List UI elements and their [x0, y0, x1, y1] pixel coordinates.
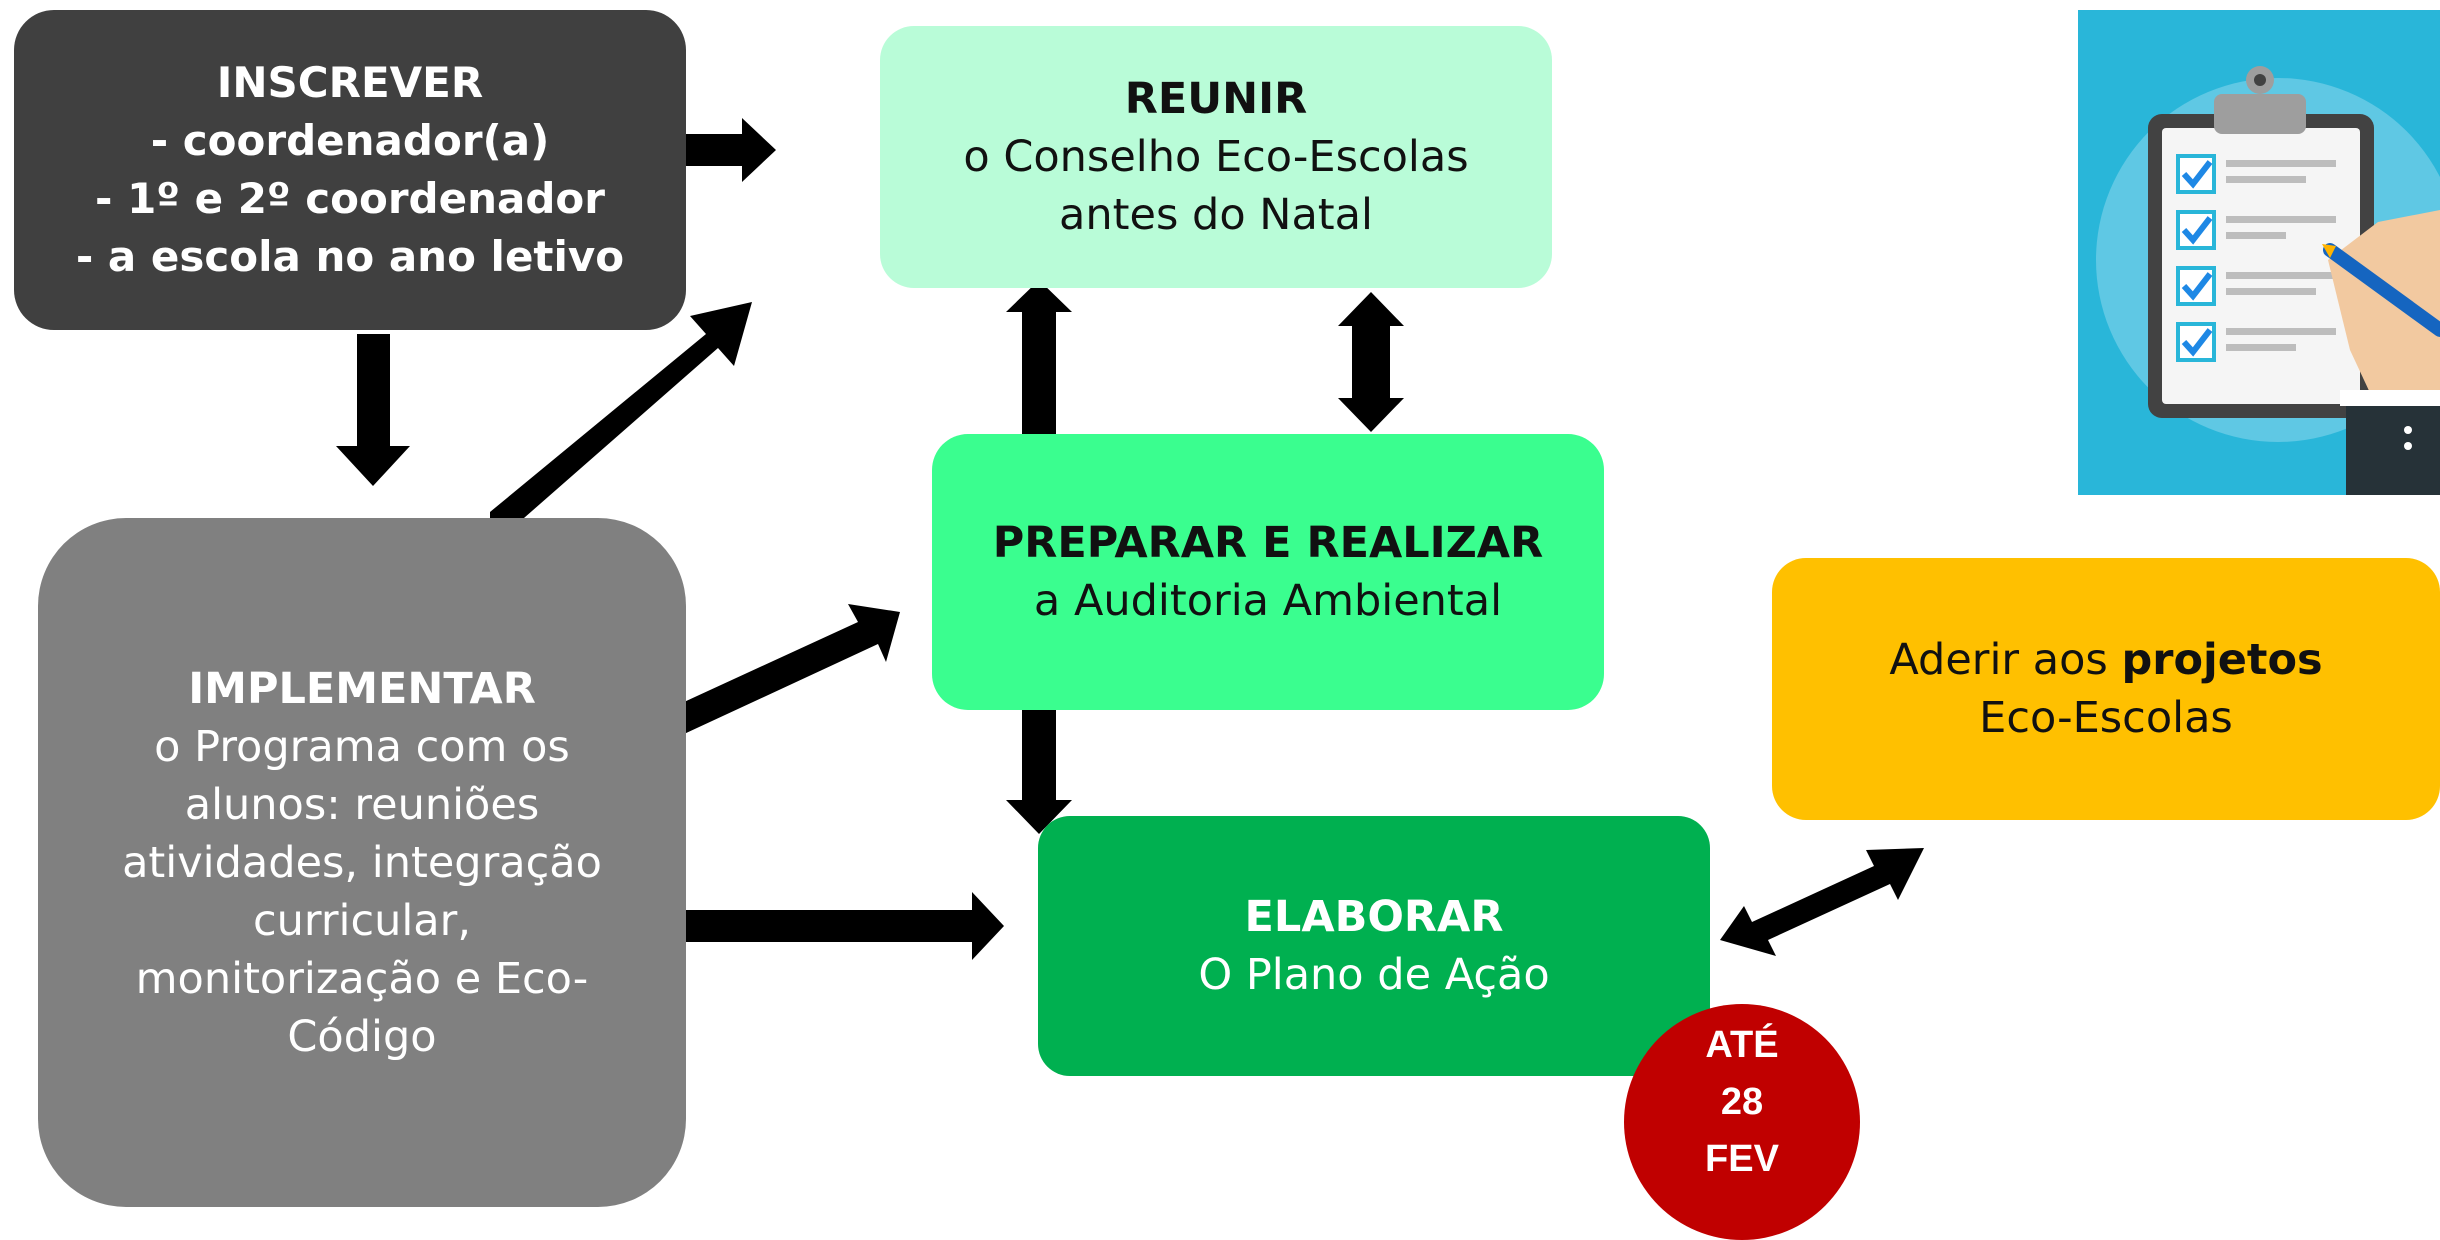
projetos-line-2: Eco-Escolas	[1979, 693, 2233, 743]
preparar-title: PREPARAR E REALIZAR	[992, 518, 1544, 568]
deadline-line-3: FEV	[1705, 1137, 1779, 1180]
inscrever-box: INSCREVER - coordenador(a) - 1º e 2º coo…	[14, 10, 686, 330]
deadline-badge: ATÉ 28 FEV	[1624, 1004, 1860, 1240]
flow-arrows	[336, 118, 1924, 960]
projetos-prefix: Aderir aos	[1889, 635, 2122, 685]
implementar-line-2: alunos: reuniões	[184, 779, 540, 830]
implementar-title: IMPLEMENTAR	[188, 663, 536, 714]
arrow-inscrever-to-implementar	[336, 334, 410, 486]
implementar-line-3: atividades, integração	[122, 837, 602, 888]
deadline-line-1: ATÉ	[1705, 1023, 1779, 1066]
implementar-line-6: Código	[287, 1011, 437, 1062]
clipboard-checklist-icon	[2078, 10, 2440, 495]
implementar-line-5: monitorização e Eco-	[135, 953, 589, 1004]
arrow-elaborar-projetos-double	[1720, 848, 1924, 956]
arrow-inscrever-to-reunir	[684, 118, 776, 182]
projetos-emphasis: projetos	[2121, 635, 2323, 685]
inscrever-title: INSCREVER	[216, 58, 484, 107]
inscrever-item-escola: - a escola no ano letivo	[75, 232, 625, 281]
inscrever-item-coordenador: - coordenador(a)	[150, 116, 550, 165]
preparar-line-1: a Auditoria Ambiental	[1033, 576, 1503, 626]
projetos-box: Aderir aos projetos Eco-Escolas	[1772, 558, 2440, 820]
reunir-box: REUNIR o Conselho Eco-Escolas antes do N…	[880, 26, 1552, 288]
arrow-preparar-to-elaborar	[1006, 710, 1072, 834]
arrow-implementar-to-reunir	[490, 302, 752, 518]
reunir-line-1: o Conselho Eco-Escolas	[963, 132, 1469, 182]
elaborar-box: ELABORAR O Plano de Ação	[1038, 816, 1710, 1076]
arrow-reunir-preparar-double	[1338, 292, 1404, 432]
deadline-line-2: 28	[1720, 1080, 1764, 1123]
projetos-line-1: Aderir aos projetos	[1889, 631, 2322, 689]
implementar-line-1: o Programa com os	[154, 721, 570, 772]
reunir-title: REUNIR	[1124, 74, 1308, 124]
arrow-preparar-to-reunir	[1006, 280, 1072, 434]
elaborar-title: ELABORAR	[1244, 892, 1504, 942]
implementar-box: IMPLEMENTAR o Programa com os alunos: re…	[38, 518, 686, 1207]
preparar-box: PREPARAR E REALIZAR a Auditoria Ambienta…	[932, 434, 1604, 710]
arrow-implementar-to-preparar	[684, 604, 900, 734]
elaborar-line-1: O Plano de Ação	[1198, 950, 1550, 1000]
reunir-line-2: antes do Natal	[1059, 190, 1373, 240]
arrow-implementar-to-elaborar	[686, 892, 1004, 960]
implementar-line-4: curricular,	[253, 895, 471, 946]
inscrever-item-coordenadores: - 1º e 2º coordenador	[95, 174, 605, 223]
